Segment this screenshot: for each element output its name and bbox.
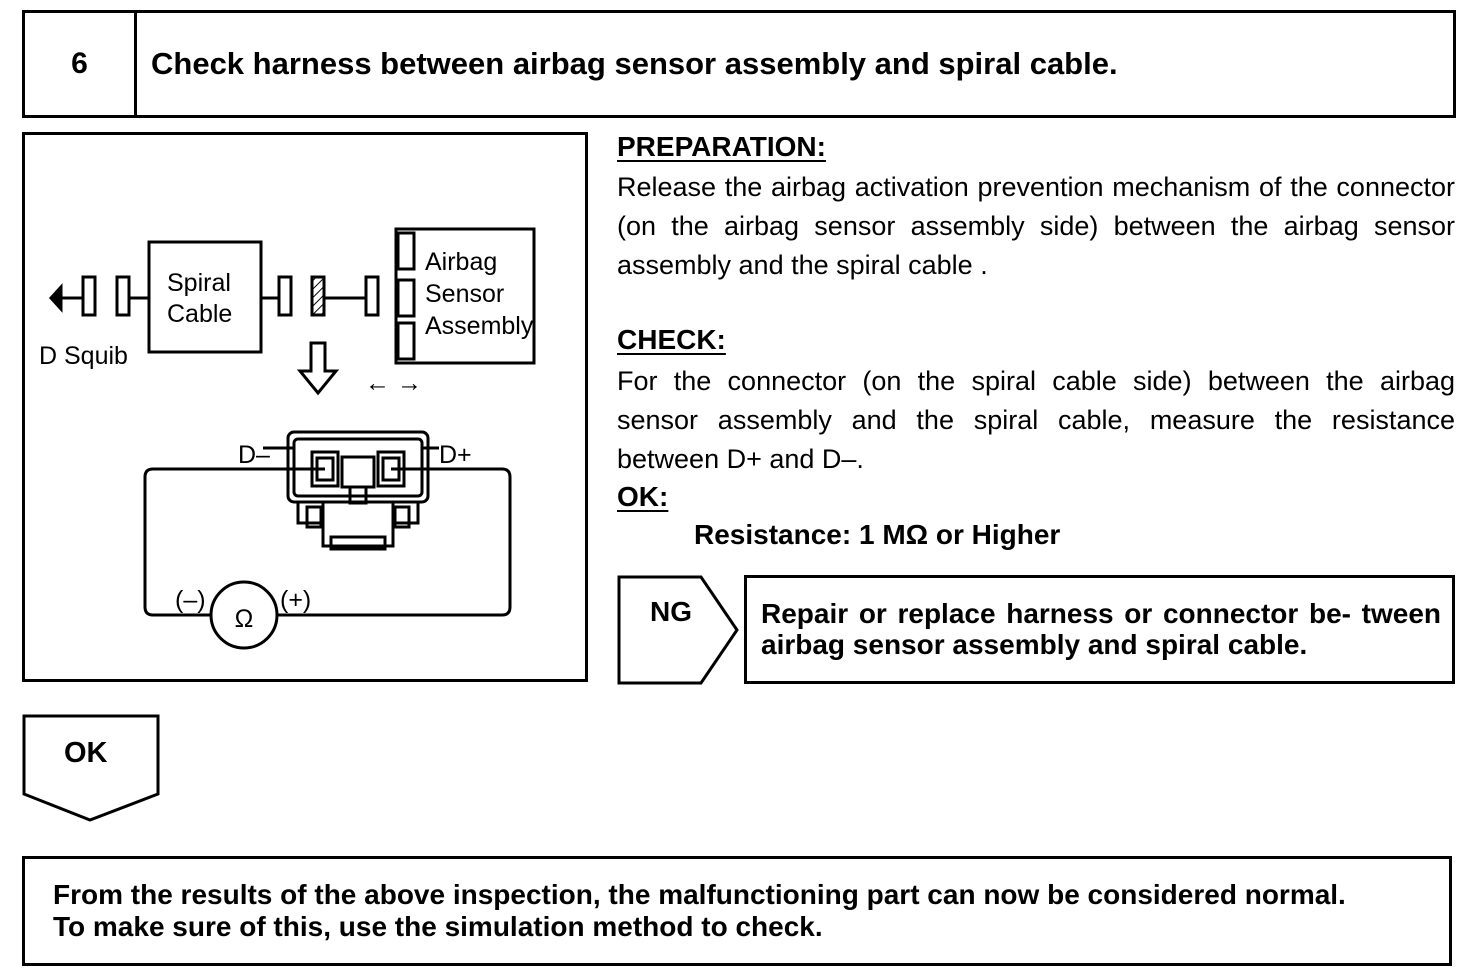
spiral-cable-label-line2: Cable [167,300,232,328]
step-number: 6 [25,13,137,115]
spiral-cable-connector [261,275,380,317]
wiring-diagram-svg: Spiral Cable Airbag Sensor Assembly D Sq… [39,227,536,650]
ohm-symbol: Ω [235,605,254,633]
sensor-label-line3: Assembly [425,312,534,340]
probe-plus-label: (+) [280,586,311,614]
terminal-plus-label: D+ [439,441,472,469]
connector-front-view [286,430,430,551]
conclusion-line2: To make sure of this, use the simulation… [53,911,823,942]
probe-minus-label: (–) [175,586,206,614]
preparation-heading: PREPARATION: [617,131,826,162]
conclusion-line1: From the results of the above inspection… [53,879,1346,910]
ok-spec-heading: OK: [617,481,669,512]
d-squib-label: D Squib [39,342,128,370]
check-heading: CHECK: [617,324,726,355]
sensor-label-line1: Airbag [425,248,497,276]
wire-minus [143,467,325,617]
direction-arrows: ← → [365,369,422,397]
check-body: For the connector (on the spiral cable s… [617,366,1455,474]
spiral-cable-label-line1: Spiral [167,269,231,297]
wire-plus [277,467,512,617]
conclusion-box: From the results of the above inspection… [22,856,1452,966]
preparation-body: Release the airbag activation prevention… [617,172,1455,280]
airbag-sensor-assembly-box [394,227,536,365]
ng-action-text: Repair or replace harness or connector b… [761,598,1441,660]
down-arrow-icon [296,341,340,396]
ng-arrow-icon [617,575,739,685]
ok-label: OK [64,737,108,769]
step-title: Check harness between airbag sensor asse… [151,46,1118,81]
d-squib-connector [48,275,149,317]
step-header: 6 Check harness between airbag sensor as… [22,10,1456,118]
conclusion-text: From the results of the above inspection… [53,879,1346,943]
ok-arrow-icon [22,714,160,822]
spiral-cable-box [147,240,263,354]
terminal-minus-label: D– [238,441,270,469]
ok-spec-value: Resistance: 1 MΩ or Higher [694,519,1061,550]
sensor-label-line2: Sensor [425,280,504,308]
wiring-diagram: Spiral Cable Airbag Sensor Assembly D Sq… [22,132,588,682]
ohmmeter-icon [209,580,279,650]
ng-label: NG [650,596,692,627]
ng-action-box: Repair or replace harness or connector b… [744,575,1455,684]
